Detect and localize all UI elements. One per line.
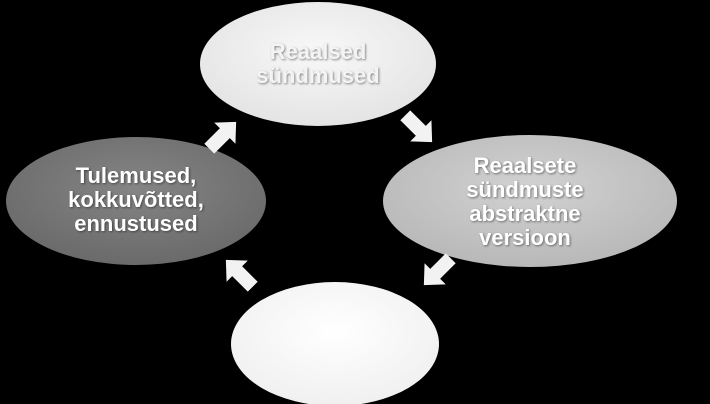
arrow-top-to-right [400, 110, 433, 143]
node-top-label: Reaalsed sündmused [256, 38, 380, 88]
node-bottom [231, 282, 439, 404]
node-left-label: Tulemused, kokkuvõtted, ennustused [68, 162, 204, 237]
arrow-right-to-bottom [423, 253, 456, 286]
arrow-bottom-to-left [225, 259, 258, 292]
arrow-left-to-top [204, 121, 237, 154]
node-right-label: Reaalsete sündmuste abstraktne versioon [466, 152, 584, 251]
node-right [383, 135, 677, 267]
node-top [200, 2, 436, 126]
node-left [6, 137, 266, 265]
node-bottom-label [240, 290, 430, 390]
